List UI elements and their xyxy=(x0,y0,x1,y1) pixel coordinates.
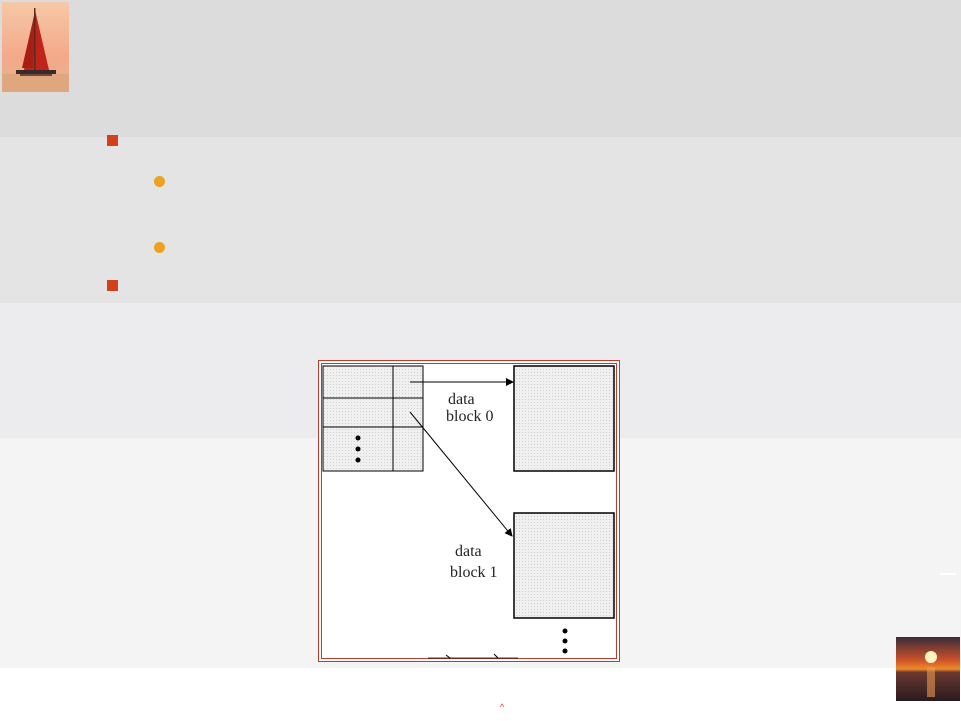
decorative-dash xyxy=(940,573,956,575)
blocks-ellipsis-dot xyxy=(563,649,568,654)
sailboat-logo-icon xyxy=(2,2,69,92)
bullet-square-2 xyxy=(107,280,118,291)
index-block xyxy=(323,366,423,471)
index-ellipsis-dot xyxy=(356,436,361,441)
bullet-square-1 xyxy=(107,135,118,146)
content-band-1 xyxy=(0,137,961,303)
label-block1-line1: data xyxy=(455,543,482,560)
data-block-1 xyxy=(514,513,614,618)
label-block1-line2: block 1 xyxy=(450,564,498,581)
bullet-dot-1 xyxy=(154,176,165,187)
label-block0-line1: data xyxy=(448,391,475,408)
blocks-ellipsis-dot xyxy=(563,629,568,634)
index-ellipsis-dot xyxy=(356,458,361,463)
index-ellipsis-dot xyxy=(356,447,361,452)
label-block0-line2: block 0 xyxy=(446,408,494,425)
bullet-dot-2 xyxy=(154,242,165,253)
header-band xyxy=(0,0,961,137)
blocks-ellipsis-dot xyxy=(563,639,568,644)
footer-mark: ^ xyxy=(500,702,504,712)
sunset-logo-icon xyxy=(896,637,960,701)
data-block-0 xyxy=(514,366,614,471)
indexed-allocation-diagram: data block 0 data block 1 xyxy=(318,360,620,662)
